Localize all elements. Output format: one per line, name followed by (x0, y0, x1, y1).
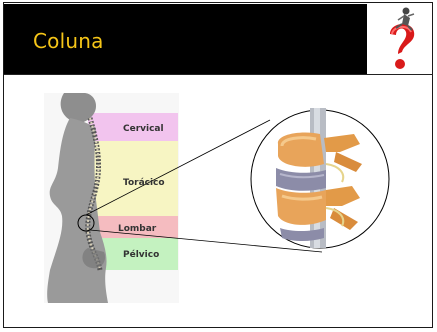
region-label-cervical: Cervical (123, 124, 164, 134)
region-label-pelvico: Pélvico (123, 250, 159, 260)
region-label-toracico: Torácico (123, 178, 165, 188)
vertebra-closeup-icon (250, 104, 390, 254)
region-label-lombar: Lombar (118, 224, 156, 234)
